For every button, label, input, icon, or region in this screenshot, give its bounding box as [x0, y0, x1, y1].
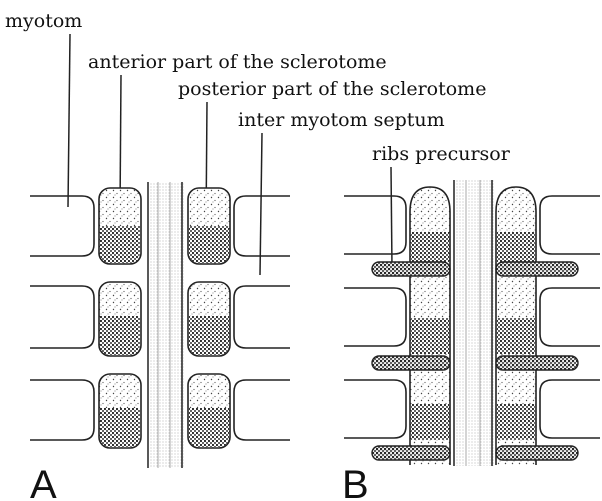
panel-a-myotome — [234, 380, 290, 440]
panel-a-myotome — [234, 196, 290, 256]
panel-b-rib-precursor — [496, 262, 578, 276]
panel-b-axial-band — [452, 180, 494, 466]
label-anterior-sclerotome: anterior part of the sclerotome — [88, 51, 387, 73]
panel-a-myotome — [234, 286, 290, 348]
panel-b-rib-precursor — [496, 446, 578, 460]
panel-b-rib-precursor — [372, 446, 450, 460]
label-posterior-sclerotome: posterior part of the sclerotome — [178, 78, 486, 100]
label-inter-myotom-septum: inter myotom septum — [238, 109, 445, 131]
panel-a-myotome — [30, 380, 94, 440]
panel-b-rib-precursor — [496, 356, 578, 370]
label-ribs-precursor: ribs precursor — [372, 143, 511, 165]
panel-b-myotome — [344, 380, 406, 438]
panel-a-axial-band — [146, 182, 184, 468]
panel-b-diagram — [344, 180, 600, 466]
panel-a-myotome — [30, 286, 94, 348]
panel-b-myotome — [344, 288, 406, 346]
panel-b-myotome — [540, 380, 600, 438]
panel-b-myotome — [344, 196, 406, 254]
panel-label-b: B — [342, 463, 369, 501]
panel-a-diagram — [30, 182, 290, 468]
panel-b-rib-precursor — [372, 262, 450, 276]
panel-b-myotome — [540, 196, 600, 254]
panel-b-myotome — [540, 288, 600, 346]
label-myotom: myotom — [5, 10, 82, 32]
panel-b-rib-precursor — [372, 356, 450, 370]
panel-label-a: A — [30, 463, 57, 501]
panel-a-myotome — [30, 196, 94, 256]
